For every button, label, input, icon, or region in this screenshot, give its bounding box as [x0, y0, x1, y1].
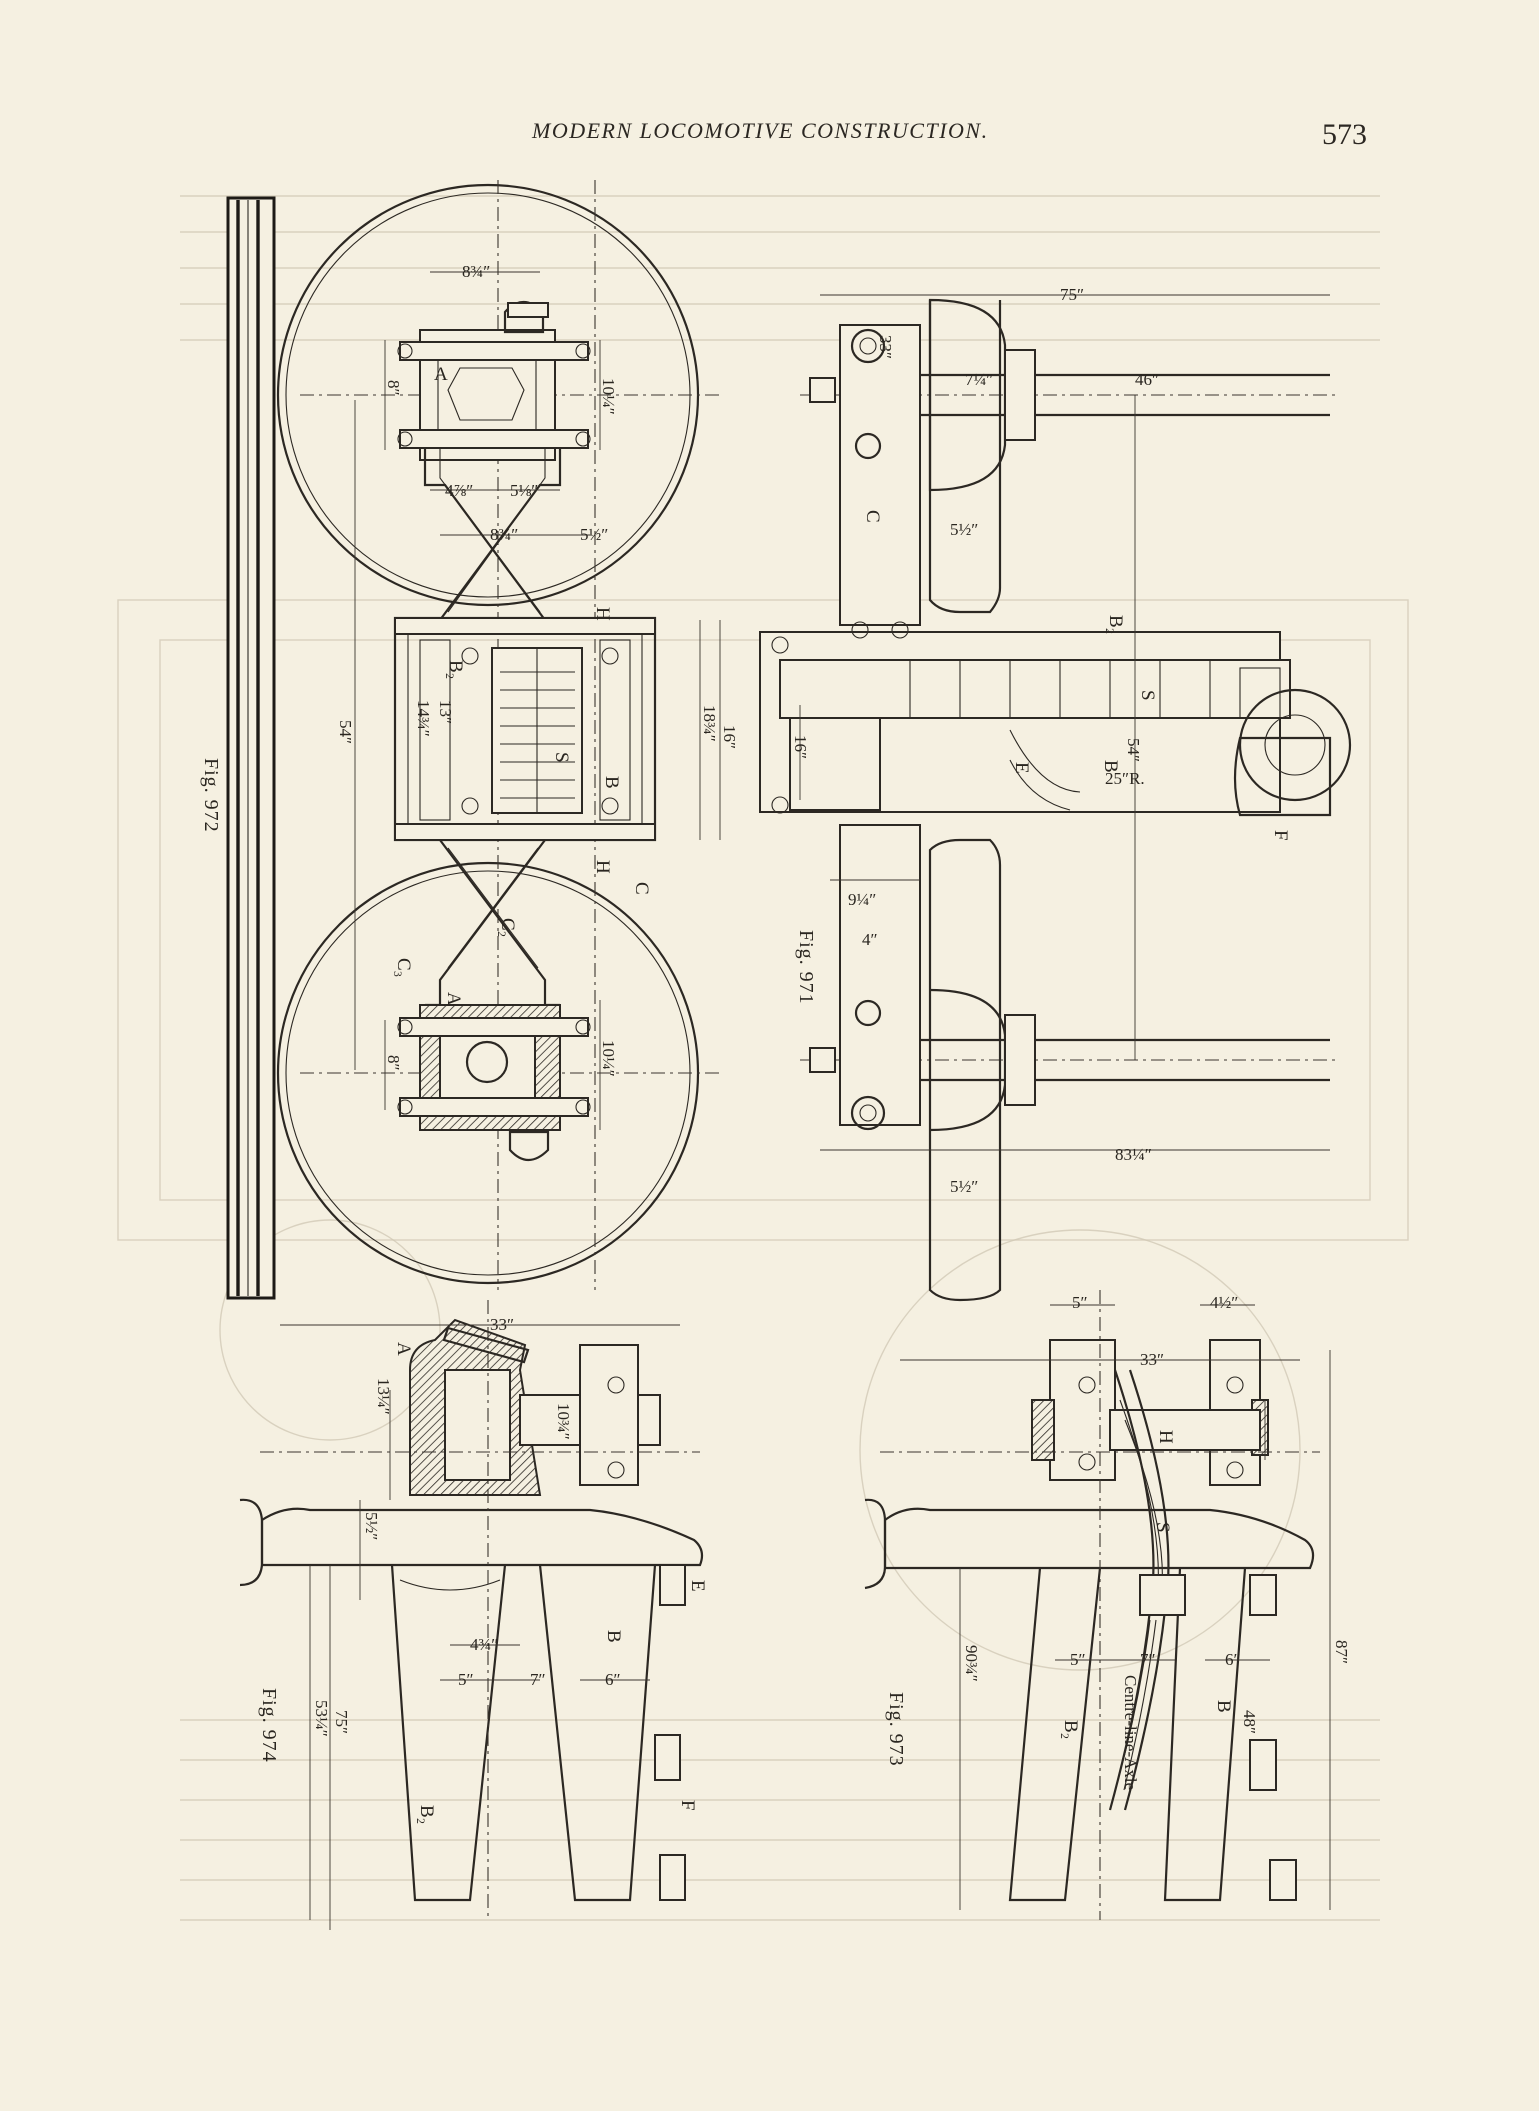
dim-54: 54″ [336, 720, 355, 744]
dim-53-1-4: 53¼″ [312, 1700, 331, 1737]
label-B2-974: B₂ [416, 1805, 437, 1824]
label-A-lower: A [443, 992, 464, 1006]
fig974-caption: Fig. 974 [258, 1688, 280, 1763]
dim-46: 46″ [1135, 370, 1159, 389]
dim-48: 48″ [1240, 1710, 1259, 1734]
dim-33-973: 33″ [1140, 1350, 1164, 1369]
wheel-tread-upper [928, 298, 1007, 492]
wheel-tread-lower [928, 838, 1002, 1302]
label-B-side: B [1100, 760, 1121, 773]
dim-8-lower: 8″ [384, 1055, 403, 1071]
label-C: C [631, 882, 652, 895]
label-H-973: H [1155, 1430, 1176, 1444]
label-A: A [434, 364, 448, 385]
fig972-caption: Fig. 972 [200, 758, 222, 833]
show-through-ghost [117, 195, 1409, 1921]
dim-75-side: 75″ [1060, 285, 1084, 304]
dim-5-973: 5″ [1070, 1650, 1086, 1669]
dim-5-1-2-upper: 5½″ [950, 520, 978, 539]
page-number: 573 [1322, 118, 1367, 151]
label-S-973: S [1152, 1522, 1173, 1533]
bearing-block-973 [1049, 1339, 1116, 1481]
label-E-974: E [687, 1580, 708, 1592]
label-E-side: E [1011, 762, 1032, 774]
dim-5-1-8: 5⅛″ [510, 481, 538, 500]
dim-4-3-4: 4¾″ [470, 1635, 498, 1654]
dim-10-3-4: 10¾″ [554, 1403, 573, 1440]
dim-6-974: 6″ [605, 1670, 621, 1689]
dim-18-3-4: 18¾″ [700, 705, 719, 742]
dim-13: 13″ [436, 700, 455, 724]
dim-4-1-2: 4½″ [1210, 1293, 1238, 1312]
dim-5-1-2-974: 5½″ [362, 1512, 381, 1540]
label-F-974: F [677, 1800, 698, 1811]
figure-971: Fig. 971 C S B E F B₂ 75″ 33″ 7¼″ 46″ 5½… [759, 285, 1352, 1302]
dim-5-974: 5″ [458, 1670, 474, 1689]
dim-87: 87″ [1332, 1640, 1351, 1664]
dim-7-973: 7″ [1140, 1650, 1156, 1669]
dim-5-1-2-plan: 5½″ [580, 525, 608, 544]
label-C3: C₃ [393, 958, 414, 977]
dim-4-7-8: 4⅞″ [445, 481, 473, 500]
dim-10-1-4-lower: 10¼″ [599, 1040, 618, 1077]
equalizer-beam [839, 324, 921, 626]
dim-33-974: 33″ [490, 1315, 514, 1334]
running-head: MODERN LOCOMOTIVE CONSTRUCTION. [532, 118, 989, 143]
label-centre-line-axle: Centre-line-Axle [1121, 1675, 1140, 1790]
label-H-upper: H [592, 607, 613, 621]
rail [226, 196, 276, 1300]
dim-5-973-top: 5″ [1072, 1293, 1088, 1312]
dim-7-1-4: 7¼″ [965, 370, 993, 389]
label-B2-973: B₂ [1060, 1720, 1081, 1739]
dim-54-side: 54″ [1124, 738, 1143, 762]
dim-5-1-2-lower: 5½″ [950, 1177, 978, 1196]
spring-set [491, 647, 583, 814]
label-B2-side: B₂ [1105, 615, 1126, 634]
dim-33-side: 33″ [876, 335, 895, 359]
label-S-side: S [1137, 690, 1158, 701]
dim-8-3-4-top: 8¾″ [462, 262, 490, 281]
dim-9-1-4: 9¼″ [848, 890, 876, 909]
leaf-spring-973 [1108, 1369, 1186, 1811]
dim-16-plan: 16″ [720, 725, 739, 749]
label-B2: B₂ [445, 660, 466, 679]
label-F-side: F [1270, 830, 1291, 841]
label-B-974: B [603, 1630, 624, 1643]
figure-974: Fig. 974 A E B B₂ F 33″ 13¼″ 10¾″ 5½″ 4¾… [239, 1300, 708, 1930]
wheel-section-973 [883, 1507, 1315, 1570]
label-S: S [551, 752, 572, 763]
fig973-caption: Fig. 973 [885, 1692, 907, 1767]
label-C2: C₂ [497, 918, 518, 937]
dim-14-3-4: 14¾″ [414, 700, 433, 737]
label-B-973: B [1213, 1700, 1234, 1713]
dim-75-974: 75″ [332, 1710, 351, 1734]
dim-8-upper: 8″ [384, 380, 403, 396]
label-B: B [601, 776, 622, 789]
dim-6-973: 6″ [1225, 1650, 1241, 1669]
dim-10-1-4-upper: 10¼″ [599, 378, 618, 415]
dim-90-3-4: 90¾″ [962, 1645, 981, 1682]
dim-13-1-4: 13¼″ [374, 1378, 393, 1415]
label-A-974: A [393, 1342, 414, 1356]
dim-7-974: 7″ [530, 1670, 546, 1689]
wheel-section-974 [260, 1507, 704, 1567]
figure-972: Fig. 972 A H H C C₂ C₃ A S B B₂ 8¾″ 10¼″… [200, 180, 739, 1300]
fig971-caption: Fig. 971 [795, 930, 817, 1005]
figure-973: Fig. 973 Centre-line-Axle H S B₂ B 5″ 4½… [864, 1290, 1351, 1920]
dim-4: 4″ [862, 930, 878, 949]
label-H-lower: H [592, 860, 613, 874]
dim-16-side: 16″ [791, 735, 810, 759]
dim-83-1-4: 83¼″ [1115, 1145, 1152, 1164]
dim-8-3-4-mid: 8¾″ [490, 525, 518, 544]
dim-25R: 25″R. [1105, 769, 1145, 788]
label-C-side: C [862, 510, 883, 523]
